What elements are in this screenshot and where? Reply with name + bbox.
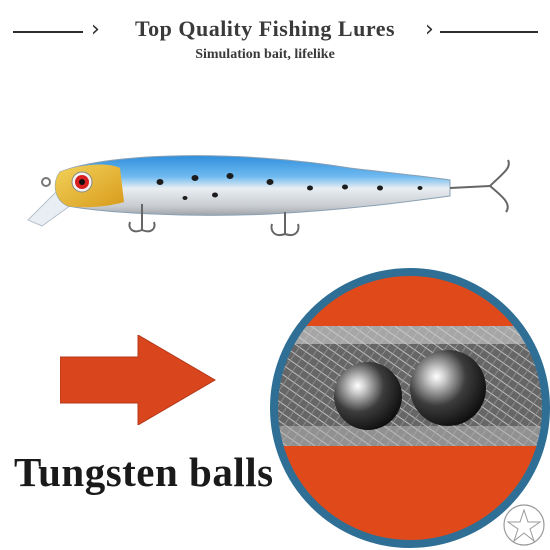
header: › Top Quality Fishing Lures › Simulation… bbox=[0, 0, 550, 80]
tungsten-balls-closeup bbox=[270, 268, 550, 548]
page-subtitle: Simulation bait, lifelike bbox=[195, 47, 335, 62]
treble-hook-tail bbox=[449, 159, 510, 213]
watermark-logo bbox=[503, 504, 545, 546]
treble-hook-middle bbox=[270, 212, 300, 236]
chevron-right-icon: › bbox=[425, 17, 434, 42]
page-title: Top Quality Fishing Lures bbox=[134, 16, 396, 41]
tungsten-ball bbox=[334, 362, 402, 430]
lure-spots bbox=[156, 173, 423, 200]
fishing-lure-image bbox=[27, 155, 510, 236]
lure-pupil bbox=[79, 179, 85, 185]
chevron-right-icon: › bbox=[91, 17, 100, 42]
header-rule-right bbox=[440, 31, 538, 33]
header-rule-left bbox=[13, 31, 83, 33]
lure-body bbox=[54, 155, 451, 216]
line-ring bbox=[41, 177, 51, 187]
arrow-right-icon bbox=[60, 335, 216, 425]
tungsten-ball bbox=[410, 350, 486, 426]
caption-text: Tungsten balls bbox=[14, 449, 274, 495]
treble-hook-front bbox=[128, 204, 156, 233]
